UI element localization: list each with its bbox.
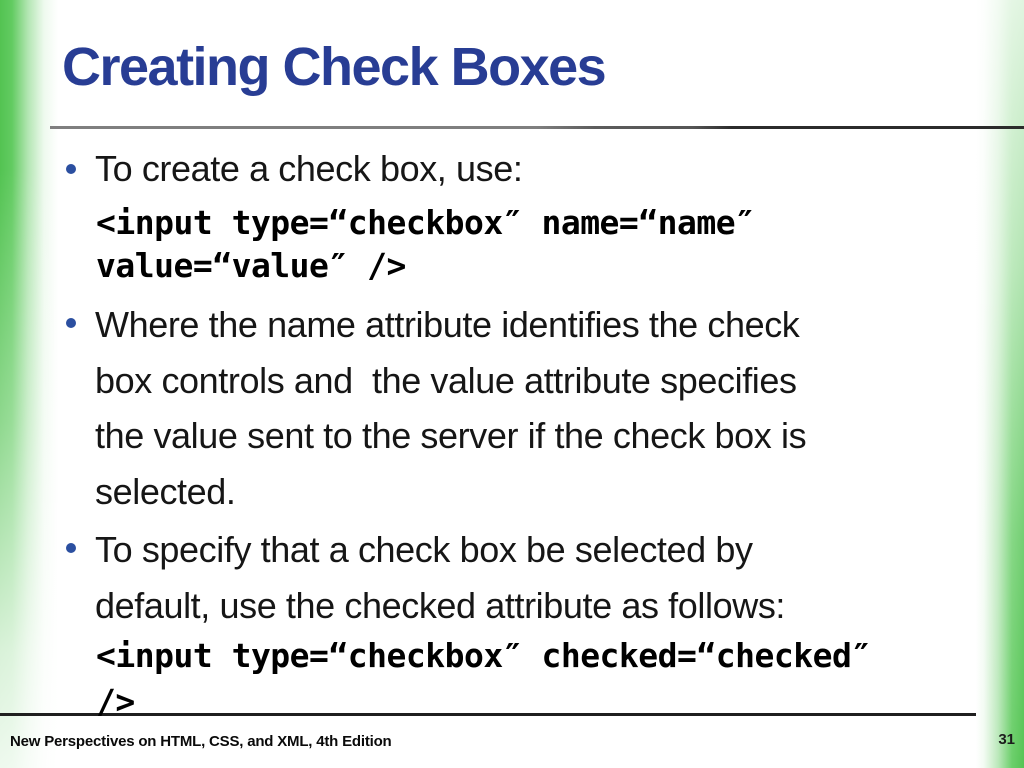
title-divider-line (50, 126, 1024, 129)
footer-book-title: New Perspectives on HTML, CSS, and XML, … (10, 733, 392, 750)
code-1-line-1: <input type=“checkbox″ name=“name″ (96, 203, 755, 242)
bullet-2: Where the name attribute identifies the … (95, 297, 807, 519)
bullet-2-text-line-3: the value sent to the server if the chec… (95, 415, 807, 456)
bullet-2-text-line-1: Where the name attribute identifies the … (95, 304, 800, 345)
code-1-line-2: value=“value″ /> (96, 246, 406, 285)
slide-page-number: 31 (998, 731, 1015, 748)
bullet-1-text: To create a check box, use: (95, 148, 523, 189)
bullet-marker-2 (66, 318, 76, 328)
footer-divider-line (0, 713, 976, 716)
code-sample-1: <input type=“checkbox″ name=“name″ value… (96, 201, 755, 287)
code-2-line-2: /> (96, 682, 135, 721)
slide-title: Creating Check Boxes (62, 37, 607, 97)
bullet-2-text-line-2: box controls and the value attribute spe… (95, 359, 797, 401)
code-sample-2: <input type=“checkbox″ checked=“checked″… (96, 633, 871, 725)
right-green-gradient-bar (976, 0, 1024, 768)
bullet-2-text-line-4: selected. (95, 470, 236, 512)
bullet-3-text-line-1: To specify that a check box be selected … (95, 529, 753, 570)
bullet-marker-3 (66, 543, 76, 553)
left-green-gradient-bar (0, 0, 58, 768)
code-2-line-1: <input type=“checkbox″ checked=“checked″ (96, 636, 871, 675)
bullet-1: To create a check box, use: (95, 146, 523, 192)
bullet-marker-1 (66, 164, 76, 174)
bullet-3: To specify that a check box be selected … (95, 522, 785, 633)
bullet-3-text-line-2: default, use the checked attribute as fo… (95, 584, 786, 626)
